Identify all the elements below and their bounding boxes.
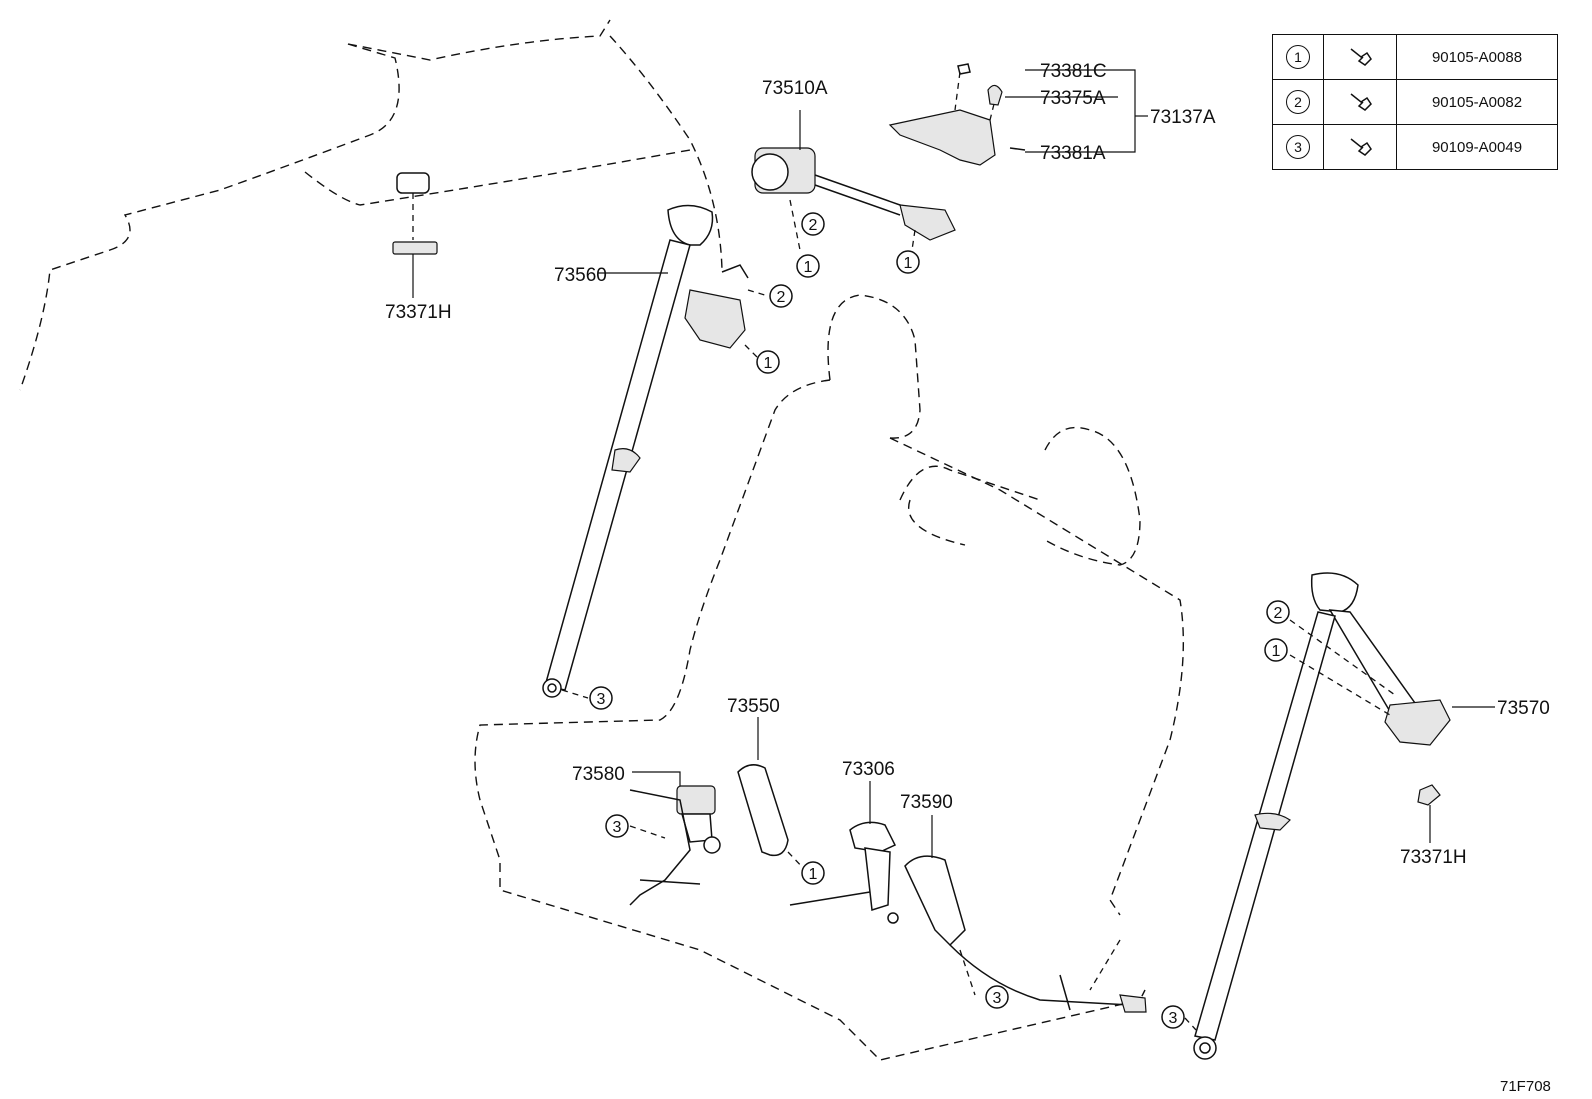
fastener-ref: 3 xyxy=(1286,135,1310,159)
seat-outline xyxy=(474,294,1185,1061)
callout-leaders xyxy=(561,69,1197,1031)
fastener-ref-cell: 3 xyxy=(1272,124,1324,170)
buckle-73590 xyxy=(904,815,1147,1013)
svg-text:3: 3 xyxy=(613,819,622,836)
buckle-73580 xyxy=(629,771,721,906)
svg-text:3: 3 xyxy=(597,691,606,708)
cover-73550 xyxy=(737,717,789,857)
callout-2-c: 2 xyxy=(1266,600,1290,624)
label-73306: 73306 xyxy=(842,759,895,780)
label-73560: 73560 xyxy=(554,265,607,286)
fastener-part-number: 90105-A0082 xyxy=(1396,79,1558,125)
label-73550: 73550 xyxy=(727,696,780,717)
belt-73570 xyxy=(1193,572,1495,1060)
callout-1-a: 1 xyxy=(796,254,820,278)
bolt-icon xyxy=(1323,124,1397,170)
label-73510a: 73510A xyxy=(762,78,828,99)
label-73381a: 73381A xyxy=(1040,143,1106,164)
bolt-icon xyxy=(1323,34,1397,80)
bracket-73137a xyxy=(888,63,1026,166)
fastener-ref: 2 xyxy=(1286,90,1310,114)
callout-1-b: 1 xyxy=(896,250,920,274)
callout-2-b: 2 xyxy=(769,284,793,308)
fastener-ref-cell: 1 xyxy=(1272,34,1324,80)
retractor-73510a xyxy=(751,110,956,251)
svg-text:2: 2 xyxy=(777,289,786,306)
svg-text:2: 2 xyxy=(1274,605,1283,622)
callout-3-b: 3 xyxy=(605,814,629,838)
body-outline xyxy=(19,19,723,391)
callout-3-a: 3 xyxy=(589,686,613,710)
fastener-row: 1 90105-A0088 xyxy=(1272,34,1558,80)
svg-text:3: 3 xyxy=(993,990,1002,1007)
bolt-icon xyxy=(1323,79,1397,125)
label-73590: 73590 xyxy=(900,792,953,813)
label-73381c: 73381C xyxy=(1040,61,1107,82)
drawing-code: 71F708 xyxy=(1500,1078,1551,1095)
fastener-part-number: 90109-A0049 xyxy=(1396,124,1558,170)
svg-text:1: 1 xyxy=(764,355,773,372)
callout-1-c: 1 xyxy=(756,350,780,374)
fastener-row: 3 90109-A0049 xyxy=(1272,124,1558,170)
fastener-ref-cell: 2 xyxy=(1272,79,1324,125)
buckle-73306 xyxy=(789,781,899,924)
label-73371h-right: 73371H xyxy=(1400,847,1467,868)
svg-text:1: 1 xyxy=(904,255,913,272)
callout-3-d: 3 xyxy=(1161,1005,1185,1029)
svg-text:1: 1 xyxy=(809,866,818,883)
label-73137a: 73137A xyxy=(1150,107,1216,128)
clip-73371h-right xyxy=(1417,784,1441,843)
label-73570: 73570 xyxy=(1497,698,1550,719)
svg-text:1: 1 xyxy=(1272,643,1281,660)
callout-2-a: 2 xyxy=(801,212,825,236)
svg-text:3: 3 xyxy=(1169,1010,1178,1027)
fastener-table: 1 90105-A0088 2 90105-A0082 3 90109-A004… xyxy=(1272,34,1558,170)
fastener-part-number: 90105-A0088 xyxy=(1396,34,1558,80)
svg-text:1: 1 xyxy=(804,259,813,276)
svg-text:2: 2 xyxy=(809,217,818,234)
clip-73371h-left xyxy=(392,172,438,298)
label-73371h-left: 73371H xyxy=(385,302,452,323)
fastener-ref: 1 xyxy=(1286,45,1310,69)
belt-73560 xyxy=(542,204,749,698)
label-73375a: 73375A xyxy=(1040,88,1106,109)
label-73580: 73580 xyxy=(572,764,625,785)
callout-1-d: 1 xyxy=(801,861,825,885)
callout-3-c: 3 xyxy=(985,985,1009,1009)
callout-1-e: 1 xyxy=(1264,638,1288,662)
fastener-row: 2 90105-A0082 xyxy=(1272,79,1558,125)
